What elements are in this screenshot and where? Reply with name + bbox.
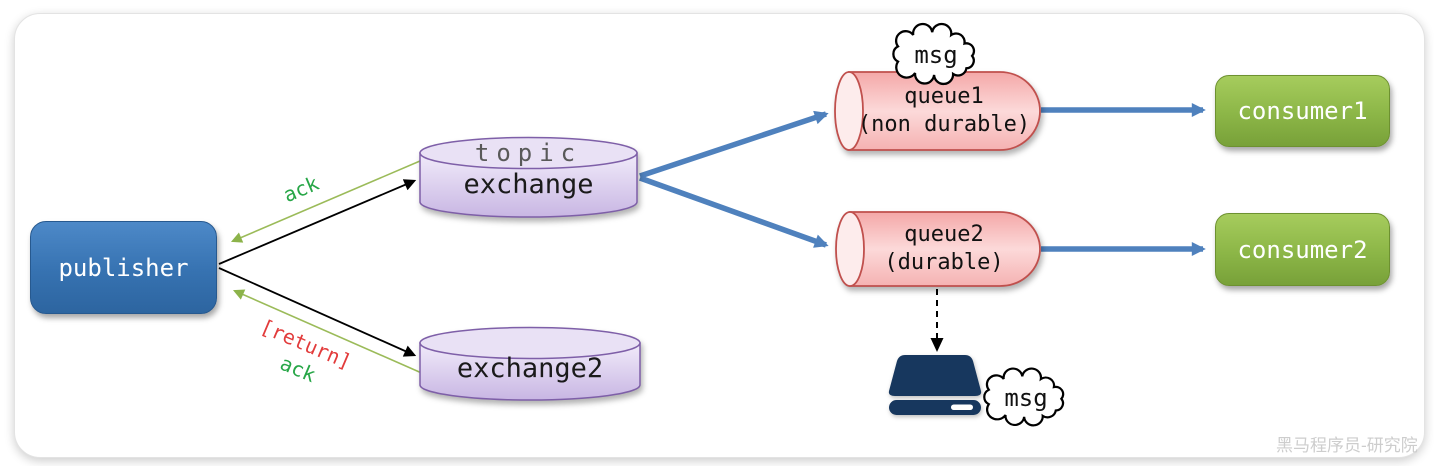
ack-arrow-exchange2 bbox=[232, 289, 434, 379]
consumer1-node: consumer1 bbox=[1215, 75, 1390, 147]
queue1-name: queue1 bbox=[904, 84, 984, 109]
msg-cloud-queue-label: msg bbox=[914, 41, 958, 69]
exchange1-type-label: topic bbox=[474, 139, 583, 167]
queue1-label: queue1 (non durable) bbox=[848, 83, 1040, 139]
queue1-durability: (non durable) bbox=[857, 112, 1031, 137]
watermark: 黑马程序员-研究院 bbox=[1276, 436, 1418, 456]
route-arrow-queue1 bbox=[639, 110, 829, 179]
exchange2-cylinder bbox=[419, 326, 641, 401]
queue2-label: queue2 (durable) bbox=[848, 221, 1040, 277]
exchange1-label: exchange bbox=[463, 169, 594, 200]
consumer2-node: consumer2 bbox=[1215, 213, 1390, 286]
msg-cloud-queue bbox=[892, 22, 976, 86]
publish-arrow-exchange2 bbox=[218, 267, 417, 357]
queue2-durability: (durable) bbox=[884, 250, 1004, 275]
disk-icon bbox=[888, 355, 982, 415]
consumer1-label: consumer1 bbox=[1237, 97, 1368, 125]
ack-arrow-exchange1 bbox=[230, 160, 421, 243]
queue1-cylinder bbox=[834, 71, 1041, 151]
route-arrow-queue2 bbox=[639, 175, 829, 248]
queue2-cylinder bbox=[835, 211, 1041, 287]
publisher-label: publisher bbox=[58, 253, 189, 282]
diagram-card bbox=[14, 13, 1425, 458]
msg-cloud-disk bbox=[983, 367, 1065, 427]
publish-arrow-exchange1 bbox=[218, 179, 417, 265]
exchange2-label: exchange2 bbox=[456, 353, 604, 384]
queue2-name: queue2 bbox=[904, 222, 984, 247]
consumer2-label: consumer2 bbox=[1237, 235, 1368, 264]
exchange1-cylinder bbox=[419, 136, 638, 218]
persist-arrow bbox=[930, 289, 944, 352]
msg-cloud-disk-label: msg bbox=[1004, 384, 1048, 412]
publisher-node: publisher bbox=[30, 221, 217, 314]
